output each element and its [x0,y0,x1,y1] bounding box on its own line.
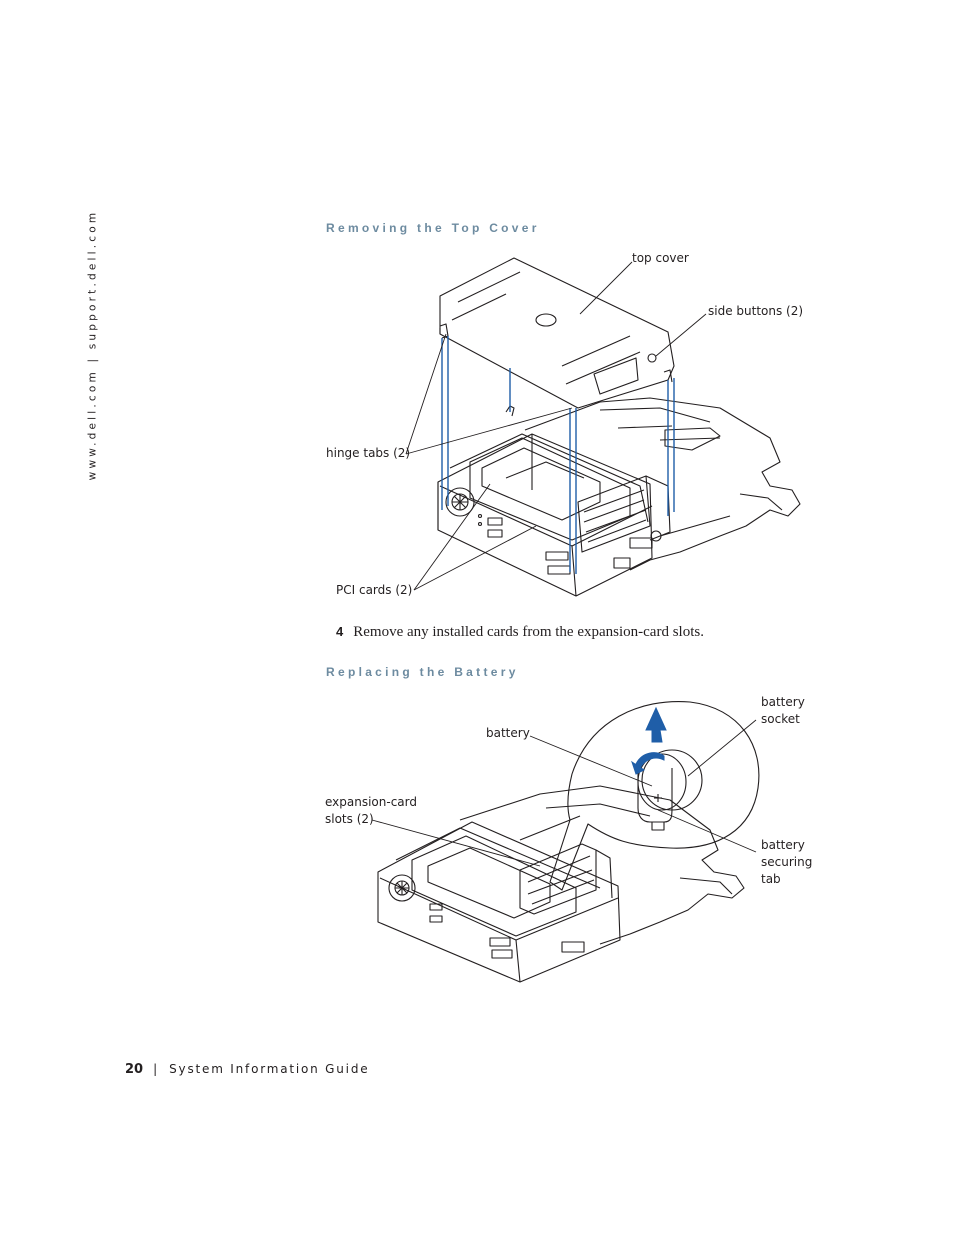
label-pci-cards: PCI cards (2) [336,583,413,597]
figure-replacing-battery: battery battery socket expansion-card sl… [300,690,860,990]
sidebar-url-text: www.dell.com | support.dell.com [86,209,98,480]
label-side-buttons: side buttons (2) [708,304,804,318]
label-hinge-tabs: hinge tabs (2) [326,446,411,460]
step-4: 4 Remove any installed cards from the exp… [336,624,704,641]
page-number: 20 [125,1062,144,1077]
label-securing-line2: securing [761,855,813,869]
section-title-replacing-battery: Replacing the Battery [326,665,519,679]
label-battery-socket: battery socket [761,694,805,728]
label-top-cover: top cover [632,251,689,265]
figure-removing-top-cover-illustration [300,240,860,610]
footer-guide-title: System Information Guide [169,1062,370,1076]
label-battery-socket-line1: battery [761,695,805,709]
label-expansion-line2: slots (2) [325,812,374,826]
label-securing-line3: tab [761,872,781,886]
label-expansion-line1: expansion-card [325,795,418,809]
label-battery: battery [486,726,530,740]
step-number: 4 [336,624,344,639]
label-securing-line1: battery [761,838,805,852]
sidebar-url: www.dell.com | support.dell.com [83,209,101,480]
label-battery-securing-tab: battery securing tab [761,837,812,888]
page-footer: 20 | System Information Guide [125,1062,369,1077]
figure-removing-top-cover: top cover side buttons (2) hinge tabs (2… [300,240,860,610]
label-expansion-card-slots: expansion-card slots (2) [325,794,417,828]
footer-separator: | [153,1062,158,1076]
step-text: Remove any installed cards from the expa… [353,624,704,640]
section-title-removing-top-cover: Removing the Top Cover [326,221,540,235]
label-battery-socket-line2: socket [761,712,800,726]
figure-replacing-battery-illustration [300,690,860,990]
